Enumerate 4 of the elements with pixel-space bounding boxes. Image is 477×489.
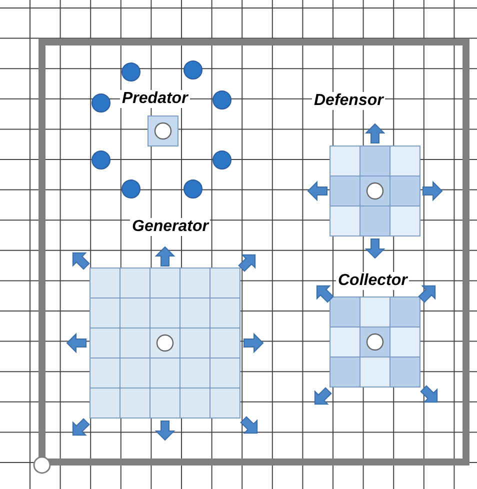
agent-label: Collector xyxy=(336,272,410,290)
agent-label: Predator xyxy=(120,90,190,108)
agent-label: Defensor xyxy=(312,92,386,110)
agent-label: Generator xyxy=(130,218,210,236)
